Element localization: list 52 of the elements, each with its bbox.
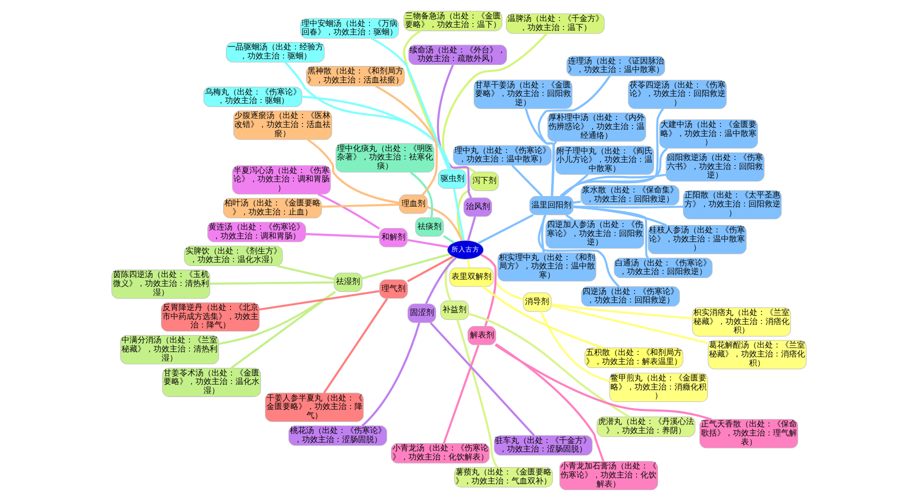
connector [361, 252, 450, 279]
connector [466, 216, 476, 240]
connector [572, 200, 580, 204]
connector [442, 234, 454, 243]
connector [537, 74, 610, 196]
connector [477, 214, 534, 244]
connector [482, 285, 604, 348]
connector [321, 203, 399, 208]
connector [258, 290, 380, 310]
connector [442, 344, 479, 444]
connector [524, 108, 554, 196]
connector [284, 61, 451, 170]
connector [456, 188, 470, 240]
connector [561, 173, 588, 196]
connector [572, 205, 648, 258]
connector [537, 214, 620, 287]
connector [559, 173, 666, 196]
connector [494, 342, 604, 462]
connector [559, 147, 668, 196]
connector [540, 214, 546, 252]
connector [317, 192, 380, 229]
connector [276, 264, 334, 280]
connector [550, 304, 708, 344]
connector [301, 95, 451, 170]
connector [424, 256, 456, 304]
connector [370, 36, 450, 170]
connector [305, 232, 379, 238]
connector [406, 255, 453, 282]
connector [426, 206, 462, 241]
connector [510, 164, 542, 196]
connector [361, 322, 420, 426]
connector [406, 238, 448, 248]
connector [572, 205, 666, 226]
connector [466, 258, 470, 268]
connector [564, 214, 574, 220]
connector [550, 302, 692, 319]
connector [480, 253, 496, 326]
connector [572, 205, 683, 208]
connector [218, 290, 336, 344]
connector [209, 280, 334, 284]
connector [540, 310, 610, 382]
connector [429, 322, 534, 436]
connector [444, 256, 455, 301]
connector [230, 290, 336, 368]
connector [442, 32, 547, 172]
connector [322, 297, 388, 393]
connector [306, 138, 399, 204]
connector [374, 84, 438, 195]
connector [559, 108, 664, 196]
connector [452, 188, 464, 240]
connector [409, 170, 433, 218]
connector [494, 344, 712, 420]
